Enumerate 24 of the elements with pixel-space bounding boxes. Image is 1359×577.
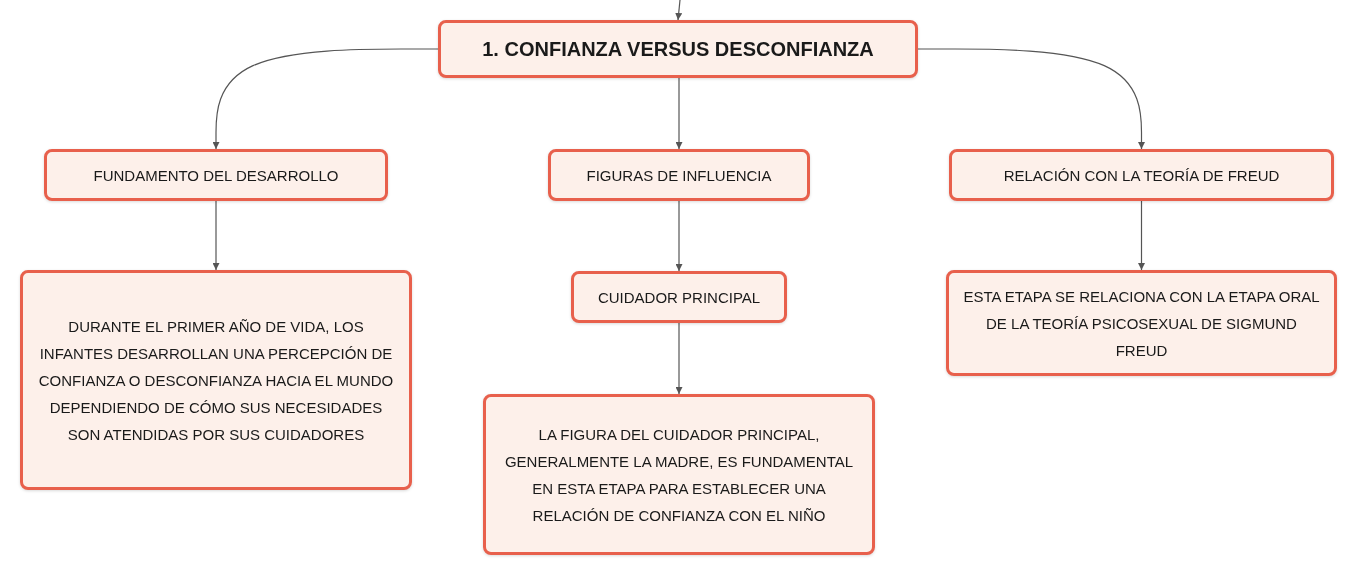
topic-box [548, 149, 810, 201]
arrow [917, 48, 1145, 150]
arrow [675, 77, 683, 150]
arrow [212, 200, 220, 271]
node-text: FIGURAS DE INFLUENCIA [586, 165, 772, 186]
text-box [20, 270, 412, 490]
arrow [675, 0, 683, 21]
node-text: LA FIGURA DEL CUIDADOR PRINCIPAL, GENERALMENTE LA MADRE, ES FUNDAMENTAL EN ESTA ETAPA PARA ESTABLECER UNA RELACIÓN DE CONFIANZA CON EL NIÑO [503, 424, 855, 526]
node-text: FUNDAMENTO DEL DESARROLLO [93, 165, 339, 186]
topic-box [949, 149, 1334, 201]
topic-box [571, 271, 787, 323]
node-text: CUIDADOR PRINCIPAL [597, 287, 761, 308]
arrow [212, 48, 439, 150]
node-text: RELACIÓN CON LA TEORÍA DE FREUD [1003, 165, 1280, 186]
text-box [483, 394, 875, 555]
topic-box [44, 149, 388, 201]
arrow [675, 322, 683, 395]
node-text: DURANTE EL PRIMER AÑO DE VIDA, LOS INFANTES DESARROLLAN UNA PERCEPCIÓN DE CONFIANZA O DESCONFIANZA HACIA EL MUNDO DEPENDIENDO DE CÓMO SUS NECESIDADES SON ATENDIDAS POR SUS CUIDADORES [37, 316, 395, 445]
arrow [675, 200, 683, 272]
title-box [438, 20, 918, 78]
node-text: 1. CONFIANZA VERSUS DESCONFIANZA [482, 37, 874, 62]
arrow [1138, 200, 1145, 271]
text-box [946, 270, 1337, 376]
node-text: ESTA ETAPA SE RELACIONA CON LA ETAPA ORAL DE LA TEORÍA PSICOSEXUAL DE SIGMUND FREUD [962, 286, 1321, 361]
